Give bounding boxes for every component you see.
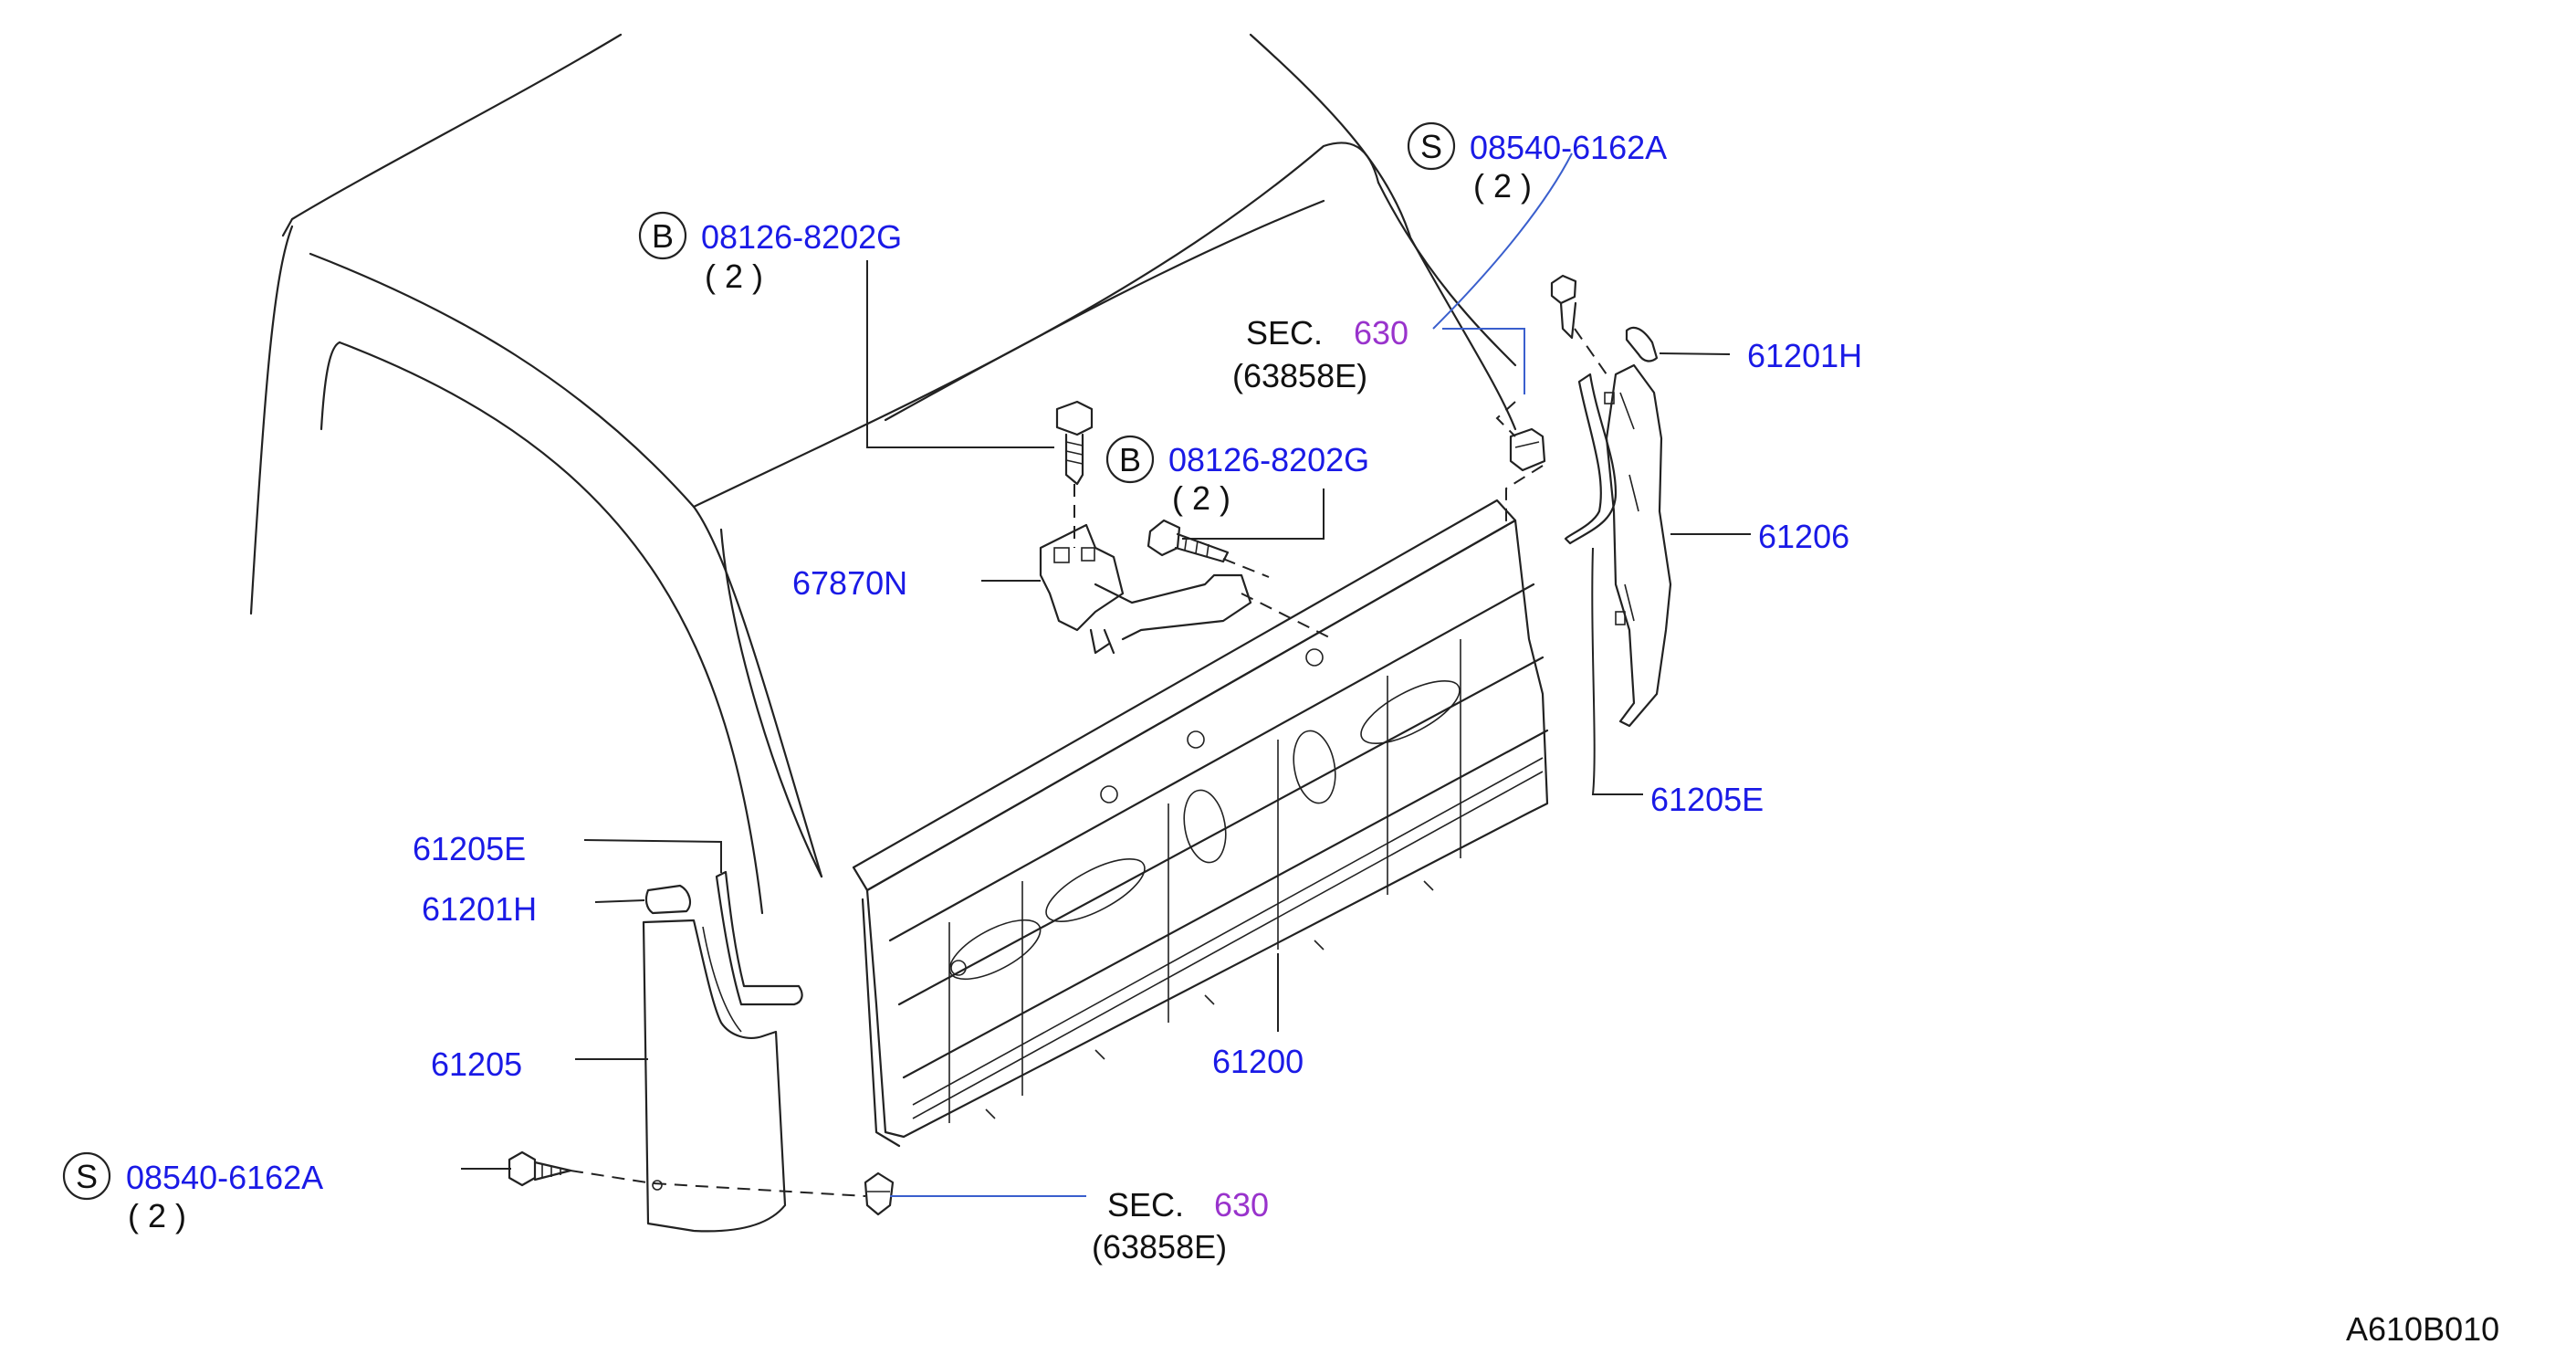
part-label-67870n: 67870N <box>792 564 907 602</box>
bolt-mid-icon <box>1147 519 1230 563</box>
callout-circle-bolt-top <box>638 211 687 260</box>
sec-number-top: 630 <box>1354 314 1408 352</box>
callout-prefix-screw-top: S <box>1420 128 1442 165</box>
qty-screw-top: ( 2 ) <box>1473 167 1532 205</box>
bolt-top-icon <box>1055 400 1094 486</box>
qty-screw-bottom: ( 2 ) <box>128 1197 186 1234</box>
callout-prefix-screw-bottom: S <box>76 1158 98 1195</box>
trim-61205-left <box>642 919 787 1233</box>
part-label-61200: 61200 <box>1212 1043 1304 1080</box>
callout-circle-screw-bottom <box>62 1151 111 1201</box>
trim-61206-right <box>1604 363 1672 728</box>
clip-sec630-bottom-icon <box>864 1171 895 1216</box>
clip-sec630-top-icon <box>1509 427 1546 472</box>
part-number-bolt-mid: 08126-8202G <box>1168 441 1369 478</box>
sec-label-top: SEC. <box>1246 314 1323 352</box>
back-panel-61200 <box>852 499 1549 1148</box>
part-label-61201h-right: 61201H <box>1747 337 1862 374</box>
part-number-screw-bottom: 08540-6162A <box>126 1159 323 1196</box>
bracket-67870n <box>1039 523 1252 655</box>
screw-top-icon <box>1550 274 1577 340</box>
sec-label-bottom: SEC. <box>1107 1186 1184 1224</box>
cap-61201h-left <box>644 884 692 915</box>
callout-prefix-bolt-mid: B <box>1119 441 1141 478</box>
callout-prefix-bolt-top: B <box>652 217 674 255</box>
screw-bottom-icon <box>508 1150 572 1187</box>
sec-number-bottom: 630 <box>1214 1186 1269 1224</box>
part-number-bolt-top: 08126-8202G <box>701 218 902 256</box>
diagram-id: A610B010 <box>2346 1310 2499 1348</box>
part-label-61201h-left: 61201H <box>422 890 537 928</box>
leader-lines <box>461 152 1751 1197</box>
vehicle-body-outline <box>249 33 1517 915</box>
part-label-61205e-right: 61205E <box>1650 781 1764 818</box>
qty-bolt-top: ( 2 ) <box>705 257 763 295</box>
part-label-61205: 61205 <box>431 1045 522 1083</box>
callout-circle-bolt-mid <box>1105 435 1155 484</box>
qty-bolt-mid: ( 2 ) <box>1172 479 1230 517</box>
part-number-screw-top: 08540-6162A <box>1470 129 1667 166</box>
part-label-61205e-left: 61205E <box>413 830 526 867</box>
strip-61205e-left <box>715 870 803 1006</box>
cap-61201h-right <box>1625 326 1659 362</box>
sec-ref-bottom: (63858E) <box>1092 1228 1227 1266</box>
callout-circle-screw-top <box>1407 121 1456 171</box>
part-label-61206: 61206 <box>1758 518 1849 555</box>
sec-ref-top: (63858E) <box>1232 357 1367 394</box>
